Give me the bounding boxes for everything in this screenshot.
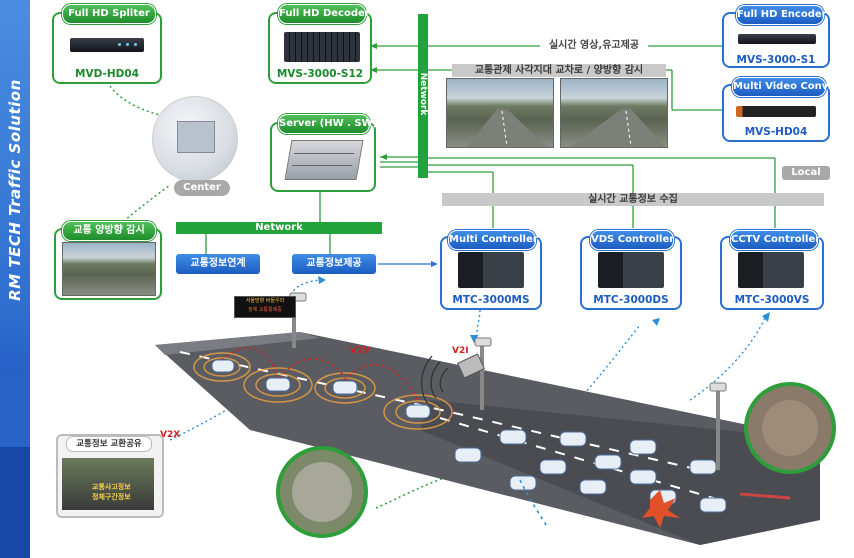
network-vertical-bar (418, 14, 428, 178)
bidirectional-tag: 교통 양방향 감시 (62, 221, 156, 241)
realtime-collect-bar: 실시간 교통정보 수집 (442, 193, 824, 206)
encoder-device (738, 34, 816, 44)
highway-image (467, 109, 547, 147)
multi-video-tag: Multi Video Conv. (732, 77, 831, 97)
in-car-display: 교통사고정보 정체구간정보 (62, 458, 154, 510)
cctv-controller-tag: CCTV Controller (730, 230, 820, 250)
sidebar: RM TECH Traffic Solution (0, 0, 30, 558)
decoder-model: MVS-3000-S12 (276, 68, 364, 80)
network-horizontal-bar: Network (176, 222, 382, 234)
multi-video-model: MVS-HD04 (744, 126, 808, 138)
bidirectional-photo (62, 242, 156, 296)
in-car-text-2: 정체구간정보 (92, 493, 131, 501)
decoder-box[interactable]: MVS-3000-S12 (268, 12, 372, 84)
splitter-tag: Full HD Spliter (62, 4, 156, 24)
multi-video-device (736, 106, 816, 117)
traffic-photo-left (446, 78, 554, 148)
server-device (284, 140, 364, 180)
traffic-photo-right (560, 78, 668, 148)
led-icon (126, 43, 129, 46)
cctv-controller-device (738, 252, 804, 288)
splitter-model: MVD-HD04 (75, 68, 139, 80)
traffic-monitor-label: 교통관제 사각지대 교차로 / 양방향 감시 (452, 64, 666, 77)
center-label: Center (174, 180, 230, 196)
led-icon (134, 43, 137, 46)
decoder-tag: Full HD Decoder (278, 4, 370, 24)
vds-controller-device (598, 252, 664, 288)
info-link-pill: 교통정보연계 (176, 254, 260, 274)
computer-icon (177, 121, 215, 153)
sign-text-1: 서울방향 버들우리 (245, 298, 285, 304)
info-share-tag: 교통정보 교환공유 (66, 436, 152, 452)
v2v-label: V2V (350, 346, 371, 356)
highway-image (571, 109, 665, 147)
network-vertical-label: Network (418, 72, 428, 116)
info-provide-pill: 교통정보제공 (292, 254, 376, 274)
cctv-controller-model: MTC-3000VS (734, 294, 810, 306)
local-label: Local (782, 166, 830, 180)
vms-sign: 서울방향 버들우리 정체 교통통제중 (234, 296, 296, 318)
sign-text-2: 정체 교통통제중 (248, 307, 282, 313)
multi-controller-tag: Multi Controller (448, 230, 538, 250)
v2x-label: V2X (160, 430, 181, 440)
encoder-tag: Full HD Encoder (736, 5, 827, 25)
v2i-label: V2I (452, 346, 469, 356)
sidebar-band (0, 372, 30, 447)
center-building (152, 96, 238, 182)
vds-controller-model: MTC-3000DS (593, 294, 669, 306)
server-tag: Server (HW . SW) (278, 114, 377, 134)
splitter-device (70, 38, 144, 52)
sidebar-band (0, 447, 30, 558)
decoder-device (284, 32, 360, 62)
vds-controller-tag: VDS Controller (590, 230, 674, 250)
in-car-text-1: 교통사고정보 (92, 483, 131, 491)
splitter-box[interactable]: MVD-HD04 (52, 12, 162, 84)
multi-controller-device (458, 252, 524, 288)
encoder-model: MVS-3000-S1 (736, 54, 816, 66)
led-icon (118, 43, 121, 46)
realtime-video-bar: 실시간 영상,유고제공 (540, 40, 648, 52)
multi-controller-model: MTC-3000MS (452, 294, 530, 306)
